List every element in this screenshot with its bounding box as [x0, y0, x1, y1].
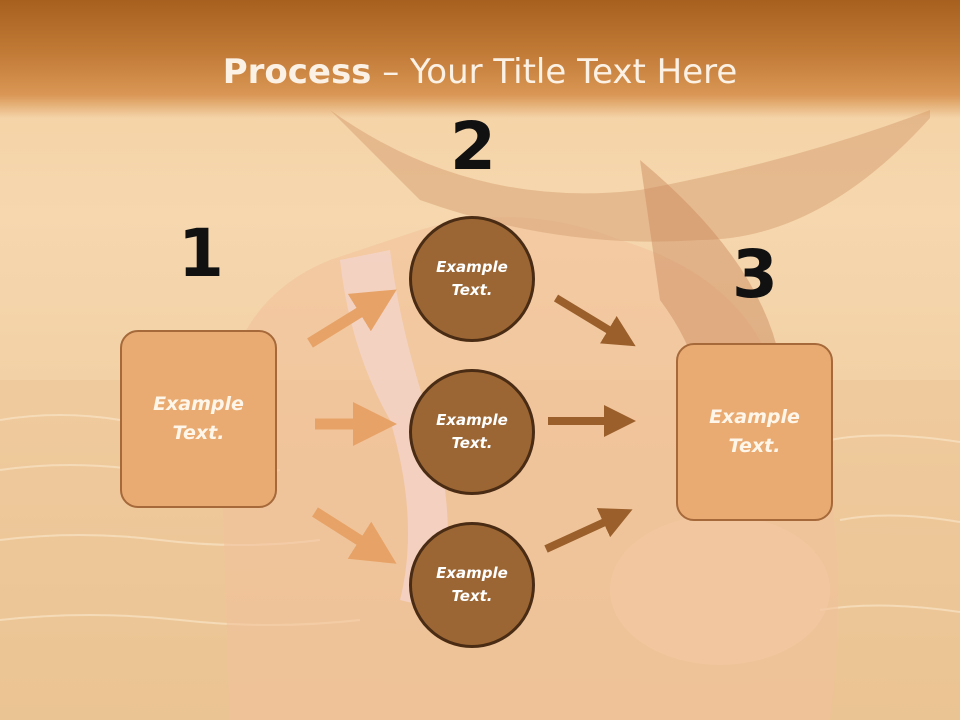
arrow-1-to-bottom	[312, 507, 397, 564]
step-1-box: Example Text.	[120, 330, 277, 508]
step-2-number: 2	[450, 108, 496, 185]
arrow-1-to-top	[307, 289, 397, 348]
page-title: Process – Your Title Text Here	[0, 52, 960, 92]
step-3-number: 3	[732, 236, 778, 313]
circle-bottom: Example Text.	[409, 522, 535, 648]
circle-middle: Example Text.	[409, 369, 535, 495]
step-3-box: Example Text.	[676, 343, 833, 521]
arrow-bottom-to-3	[544, 508, 633, 553]
title-band	[0, 0, 960, 118]
title-bold: Process	[222, 52, 372, 92]
step-1-number: 1	[178, 215, 224, 292]
circle-top: Example Text.	[409, 216, 535, 342]
title-rest: – Your Title Text Here	[371, 52, 738, 92]
arrow-top-to-3	[553, 294, 636, 347]
